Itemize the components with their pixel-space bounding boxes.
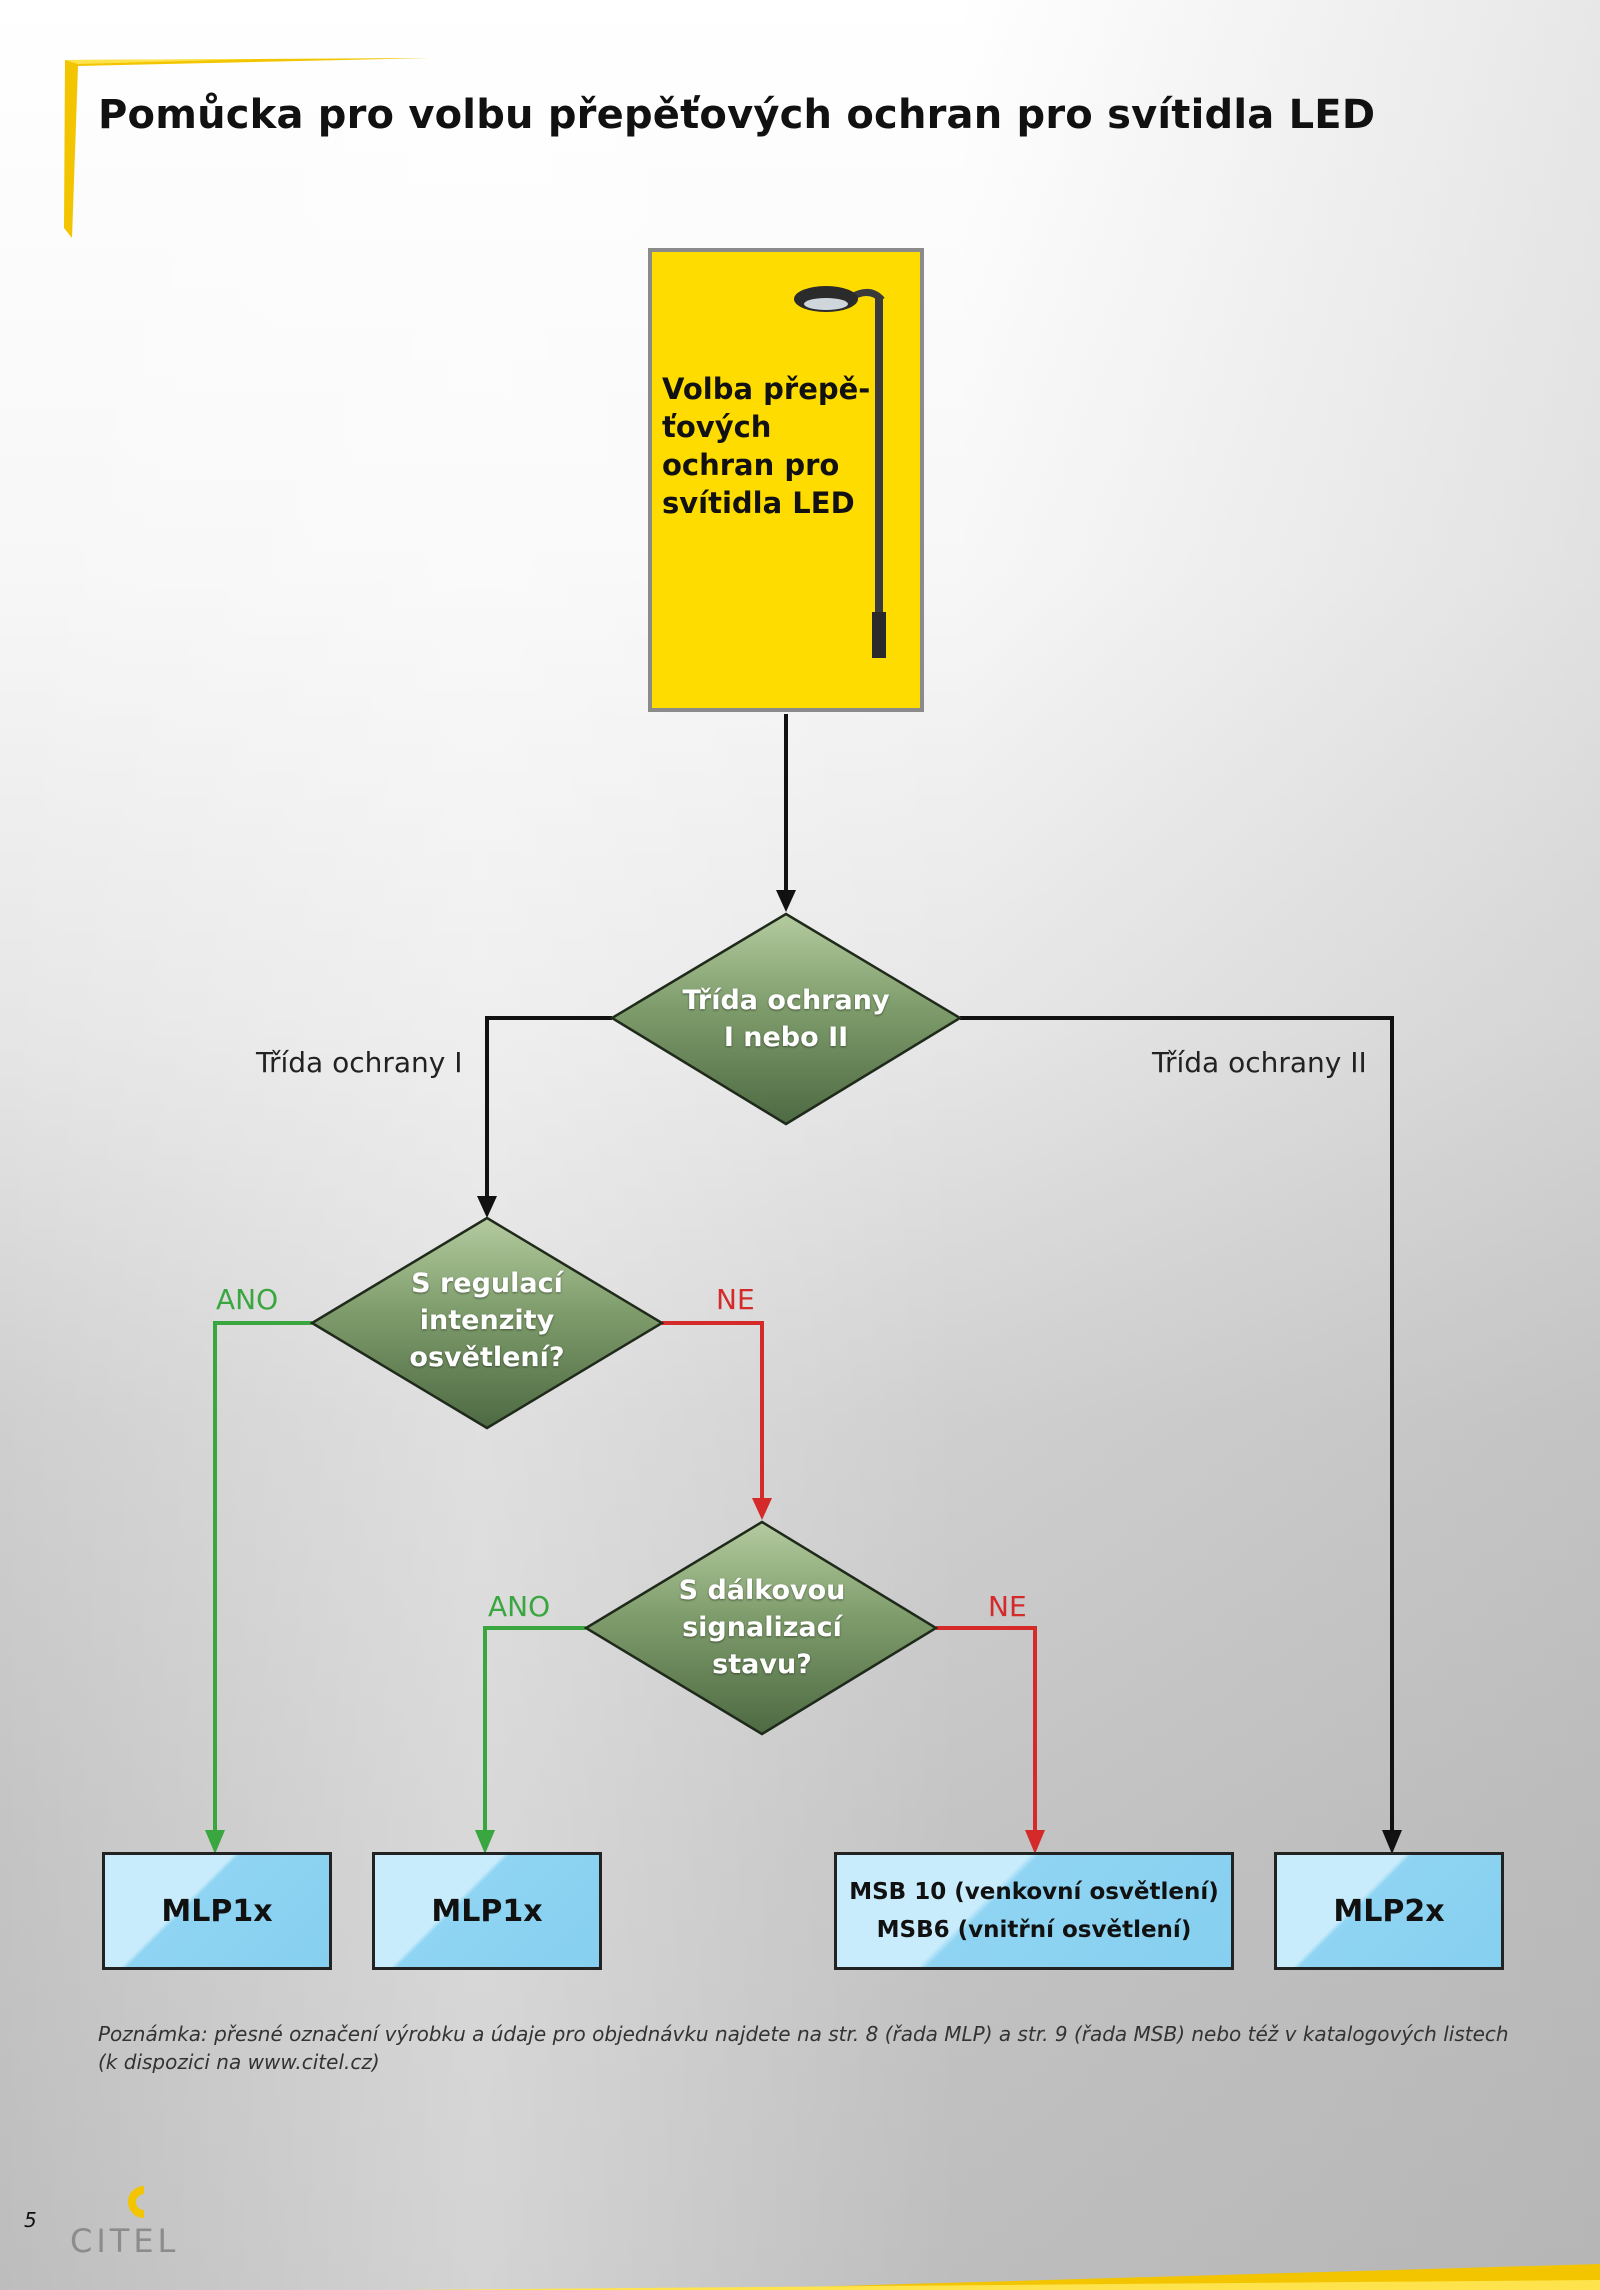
citel-logo-text: CITEL — [70, 2222, 180, 2260]
start-label: Volba přepě-ťových ochran pro svítidla L… — [662, 372, 871, 520]
connector-signal-no — [936, 1626, 1037, 1832]
footnote-line2: (k dispozici na www.citel.cz) — [98, 2050, 380, 2074]
decision-class-line1: Třída ochrany — [682, 985, 890, 1016]
signal-yes-label: ANO — [488, 1590, 551, 1623]
result-mlp1x-b: MLP1x — [372, 1852, 602, 1970]
result-mlp2x: MLP2x — [1274, 1852, 1504, 1970]
decision-signal-line3: stavu? — [712, 1649, 812, 1680]
decision-dimming-line2: intenzity — [419, 1305, 555, 1336]
branch-class-ii-label: Třída ochrany II — [1152, 1046, 1367, 1079]
decision-dimming-line3: osvětlení? — [409, 1342, 565, 1373]
result-mlp1x-a: MLP1x — [102, 1852, 332, 1970]
footnote: Poznámka: přesné označení výrobku a údaj… — [98, 2020, 1518, 2076]
decision-class-line2: I nebo II — [723, 1022, 849, 1053]
page-title: Pomůcka pro volbu přepěťových ochran pro… — [98, 92, 1376, 138]
result-mlp1x-b-label: MLP1x — [431, 1893, 543, 1929]
result-mlp1x-a-label: MLP1x — [161, 1893, 273, 1929]
result-msb-line1: MSB 10 (venkovní osvětlení) — [849, 1879, 1219, 1905]
citel-logo-mark — [128, 2186, 145, 2218]
decision-signal-line2: signalizací — [682, 1612, 842, 1643]
arrowhead-r2 — [475, 1830, 495, 1854]
result-msb-line2: MSB6 (vnitřní osvětlení) — [876, 1917, 1192, 1943]
connector-class-to-dimming — [485, 1016, 612, 1200]
decision-signal-label: S dálkovou signalizací stavu? — [626, 1572, 898, 1683]
decision-dimming-label: S regulací intenzity osvětlení? — [352, 1265, 622, 1376]
dimming-yes-label: ANO — [216, 1283, 279, 1316]
branch-class-i-label: Třída ochrany I — [256, 1046, 463, 1079]
connector-dimming-no — [662, 1321, 764, 1500]
footnote-line1: Poznámka: přesné označení výrobku a údaj… — [98, 2022, 1509, 2046]
page-number: 5 — [24, 2208, 37, 2232]
arrowhead-r3 — [1025, 1830, 1045, 1854]
arrowhead-class — [776, 890, 796, 912]
decision-signal-line1: S dálkovou — [678, 1575, 846, 1606]
decision-class-label: Třída ochrany I nebo II — [650, 982, 922, 1056]
title-corner-accent — [64, 58, 430, 238]
connector-dimming-yes — [213, 1321, 312, 1832]
result-msb: MSB 10 (venkovní osvětlení) MSB6 (vnitřn… — [834, 1852, 1234, 1970]
arrowhead-signal — [752, 1498, 772, 1520]
decision-signal-shape — [583, 1520, 939, 1736]
connector-signal-yes — [483, 1626, 586, 1832]
arrowhead-dimming — [477, 1196, 497, 1218]
street-lamp-icon — [794, 286, 886, 658]
dimming-no-label: NE — [716, 1283, 755, 1316]
arrowhead-r1 — [205, 1830, 225, 1854]
bottom-yellow-stripe — [400, 2264, 1600, 2290]
decision-class-shape — [609, 912, 963, 1126]
arrowhead-mlp2x — [1382, 1830, 1402, 1854]
decision-dimming-shape — [309, 1216, 665, 1430]
signal-no-label: NE — [988, 1590, 1027, 1623]
result-mlp2x-label: MLP2x — [1333, 1893, 1445, 1929]
decision-dimming-line1: S regulací — [411, 1268, 563, 1299]
connector-class-to-mlp2x — [960, 1016, 1394, 1832]
